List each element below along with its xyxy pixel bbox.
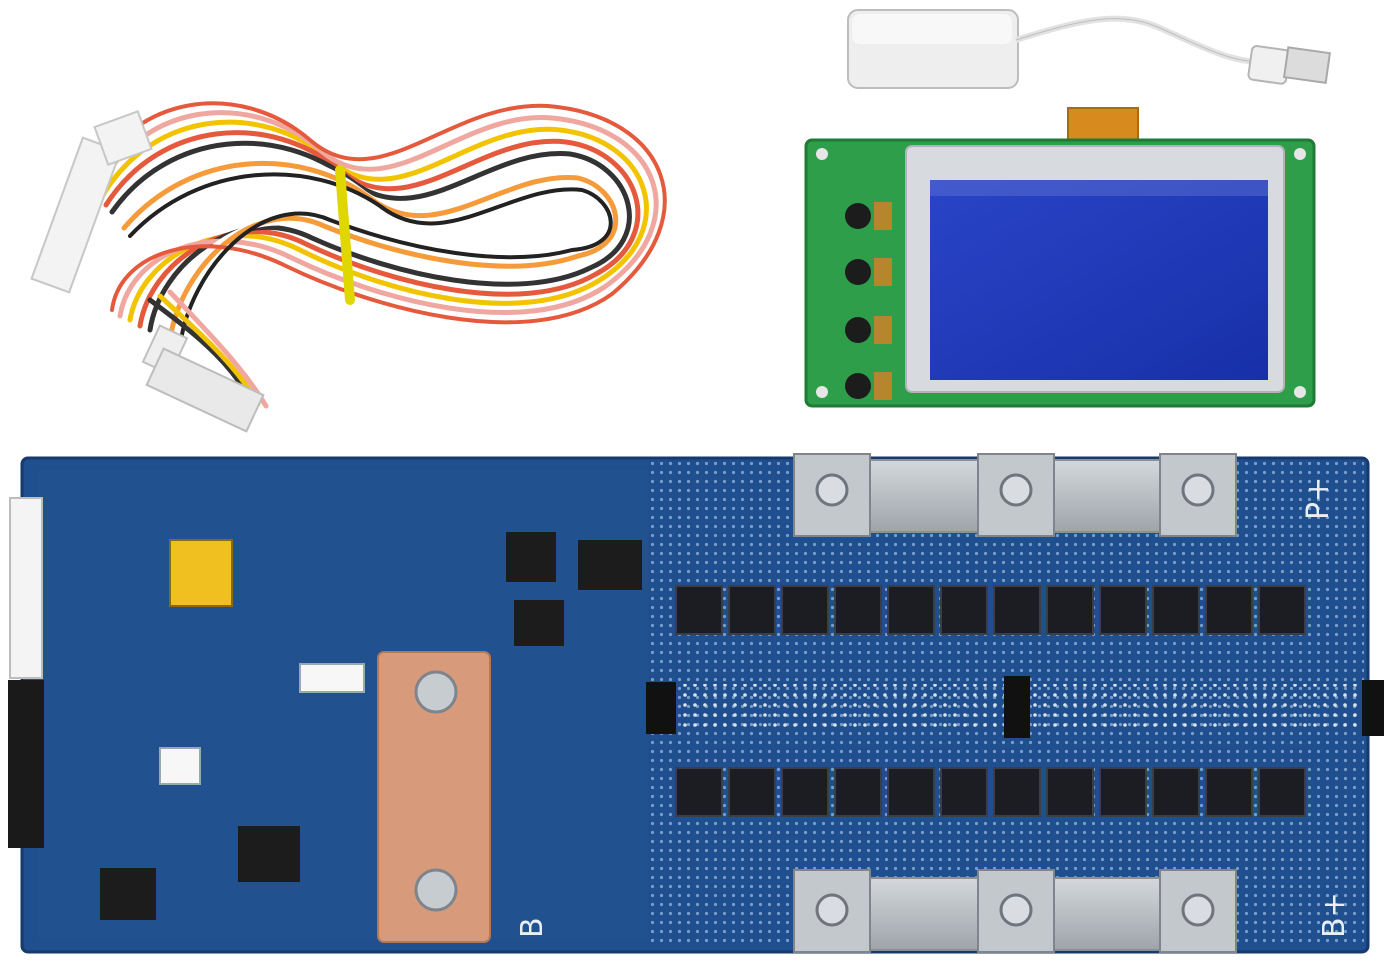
mosfet bbox=[1099, 585, 1147, 635]
mosfet bbox=[781, 585, 829, 635]
mosfet bbox=[675, 767, 723, 817]
mosfet bbox=[940, 585, 988, 635]
mosfet bbox=[993, 585, 1041, 635]
mosfet bbox=[1205, 585, 1253, 635]
usb-adapter-icon bbox=[847, 9, 1332, 89]
mosfet bbox=[1258, 585, 1306, 635]
mosfet bbox=[728, 585, 776, 635]
mosfet bbox=[781, 767, 829, 817]
mosfet bbox=[940, 767, 988, 817]
bms-board-icon: P+ B+ B bbox=[8, 453, 1384, 954]
mosfet bbox=[1099, 767, 1147, 817]
mosfet bbox=[675, 585, 723, 635]
mosfet bbox=[1205, 767, 1253, 817]
mosfet bbox=[887, 585, 935, 635]
mosfet bbox=[1152, 767, 1200, 817]
wire-harness-icon bbox=[30, 101, 667, 433]
mosfet bbox=[834, 767, 882, 817]
mosfet bbox=[728, 767, 776, 817]
mosfet bbox=[887, 767, 935, 817]
mosfet bbox=[1046, 585, 1094, 635]
label-b-plus: B+ bbox=[1317, 892, 1352, 938]
mosfet bbox=[1046, 767, 1094, 817]
mosfet bbox=[1152, 585, 1200, 635]
label-p-plus: P+ bbox=[1301, 477, 1336, 520]
mosfet bbox=[993, 767, 1041, 817]
label-b-minus: B bbox=[515, 917, 550, 938]
mosfet bbox=[834, 585, 882, 635]
mosfet bbox=[1258, 767, 1306, 817]
mosfet-array bbox=[675, 585, 1306, 817]
lcd-module-icon bbox=[804, 107, 1316, 408]
